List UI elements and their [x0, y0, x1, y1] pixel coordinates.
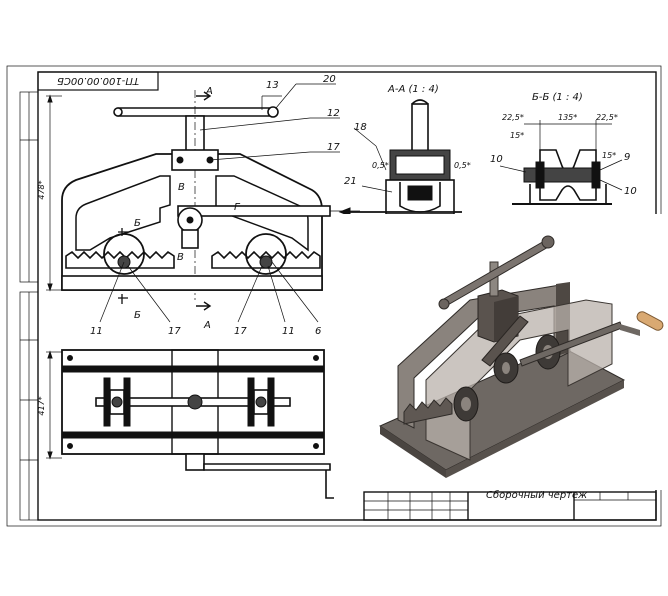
roller-left-flange [103, 233, 145, 275]
title-block: Сборочный чертеж [363, 489, 657, 521]
callout-17-top: 17 [327, 142, 340, 153]
comb-right [211, 250, 321, 269]
callout-20: 20 [323, 74, 336, 85]
callout-17-right: 17 [234, 326, 247, 337]
dim-bb-mid: 135* [558, 113, 577, 122]
handle-knob-left [113, 107, 123, 117]
callout-10-right: 10 [624, 186, 637, 197]
slider-block [171, 149, 219, 171]
top-left-stamp: ТП-100.00.00СБ [37, 71, 159, 91]
roller-right-flange [245, 233, 287, 275]
render-crank-grip [636, 311, 664, 331]
mark-a-top: А [205, 86, 213, 97]
callout-11-right: 11 [282, 326, 295, 337]
title-block-text: Сборочный чертеж [486, 489, 587, 501]
plan-roller-left [103, 377, 131, 427]
dim-bb-left: 22,5* [502, 113, 524, 122]
frame-cutout-left [75, 175, 171, 251]
callout-6: 6 [315, 326, 321, 337]
front-view: 478* [37, 74, 360, 337]
section-aa-view: А-А (1 : 4) 18 21 0,5* 0,5* [344, 84, 471, 215]
isometric-render [340, 214, 668, 490]
section-bb-view: Б-Б (1 : 4) 22,5* 135* 22,5* 15* 15* 10 … [490, 92, 637, 205]
dim-angle-05-left: 0,5* [372, 161, 389, 170]
callout-11-left: 11 [90, 326, 103, 337]
mark-b-bottom: Б [134, 310, 141, 321]
bb-shaft [523, 167, 601, 183]
mark-v-upper: В [178, 182, 185, 193]
callout-21: 21 [344, 176, 357, 187]
dim-height-plan: 417* [37, 396, 46, 415]
mark-g: Г [234, 202, 241, 213]
callout-9: 9 [624, 152, 630, 163]
callout-17-left: 17 [168, 326, 181, 337]
handle-knob-right [267, 106, 279, 118]
dim-angle-05-right: 0,5* [454, 161, 471, 170]
base-strip [61, 275, 323, 291]
stamp-code: ТП-100.00.00СБ [57, 75, 139, 86]
left-margin-strips [19, 91, 39, 521]
dim-bb-angle-left: 15* [510, 131, 524, 140]
dim-bb-angle-right: 15* [602, 151, 616, 160]
front-view-leaders [99, 83, 340, 323]
plan-view: 417* [37, 349, 334, 499]
mark-a-bottom: А [203, 320, 211, 331]
plan-roller-right [247, 377, 275, 427]
callout-13: 13 [266, 80, 279, 91]
plan-screw-stub [185, 453, 205, 471]
comb-left [65, 250, 175, 269]
plan-crank [203, 463, 331, 471]
section-aa-title: А-А (1 : 4) [387, 84, 439, 95]
section-bb-title: Б-Б (1 : 4) [532, 92, 583, 103]
mark-v-lower: В [177, 252, 184, 263]
callout-18: 18 [354, 122, 367, 133]
mark-b-top: Б [134, 218, 141, 229]
render-press-arm [481, 315, 529, 367]
dim-bb-right: 22,5* [596, 113, 618, 122]
dim-height-main: 478* [37, 180, 46, 199]
render-comb [403, 397, 453, 425]
callout-12: 12 [327, 108, 340, 119]
callout-10-left: 10 [490, 154, 503, 165]
plan-center-hub [187, 394, 203, 410]
